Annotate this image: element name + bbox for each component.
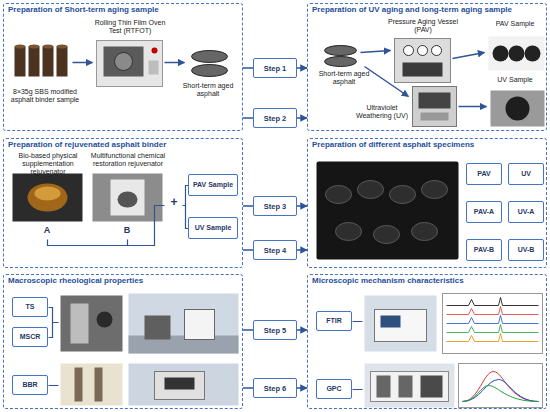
caption-label: Short-term aged asphalt (174, 82, 242, 98)
box-label: FTIR (326, 317, 342, 325)
section-title: Preparation of different asphalt specime… (312, 140, 544, 150)
box-label: GPC (326, 385, 341, 393)
flow-connector (297, 329, 307, 331)
rheometer-photos (49, 294, 239, 406)
process-box: BBR (12, 375, 48, 395)
flow-connector (297, 67, 307, 69)
box-label: PAV Sample (193, 181, 233, 189)
process-box: GPC (316, 379, 352, 399)
instrument-photos (353, 294, 543, 408)
process-box: PAV (466, 163, 502, 185)
box-label: PAV-B (474, 246, 494, 254)
flow-connector (243, 329, 253, 331)
process-box: UV-A (508, 201, 544, 223)
box-label: UV-A (518, 208, 535, 216)
section-title: Microscopic mechanism characteristics (312, 276, 544, 286)
box-label: BBR (22, 381, 37, 389)
process-box: UV Sample (188, 217, 238, 239)
flow-connector (243, 67, 253, 69)
rtfot-illustration (15, 41, 228, 87)
caption-label: A (40, 225, 54, 235)
caption-label: 8×35g SBS modified asphalt binder sample (8, 88, 82, 104)
box-label: MSCR (20, 333, 41, 341)
caption-label: PAV Sample (486, 20, 544, 28)
caption-label: + (166, 196, 182, 210)
specimen-photo (317, 162, 459, 260)
step-box: Step 3 (253, 196, 297, 216)
section-panel: Preparation of rejuvenated asphalt binde… (3, 138, 243, 268)
section-title: Preparation of UV aging and long-term ag… (312, 5, 544, 15)
step-label: Step 5 (264, 326, 287, 335)
caption-label: Rolling Thin Film Oven Test (RTFOT) (88, 19, 172, 35)
flow-connector (243, 387, 253, 389)
box-label: UV-B (518, 246, 535, 254)
step-box: Step 1 (253, 58, 297, 78)
section-title: Preparation of Short-term aging sample (8, 5, 240, 15)
process-box: PAV-A (466, 201, 502, 223)
process-box: MSCR (12, 327, 48, 347)
process-box: PAV-B (466, 239, 502, 261)
flow-connector (243, 205, 253, 207)
caption-label: UV Sample (486, 76, 544, 84)
flow-connector (297, 117, 307, 119)
step-box: Step 2 (253, 108, 297, 128)
caption-label: Short-term aged asphalt (312, 70, 376, 86)
caption-label: Ultraviolet Weathering (UV) (354, 104, 410, 120)
section-panel: Preparation of different asphalt specime… (307, 138, 547, 268)
flow-connector (297, 249, 307, 251)
caption-label: Bio-based physical supplementation rejuv… (8, 152, 88, 176)
section-title: Preparation of rejuvenated asphalt binde… (8, 140, 240, 150)
rejuvenator-illustration (13, 174, 189, 246)
box-label: PAV-A (474, 208, 494, 216)
section-panel: Preparation of UV aging and long-term ag… (307, 3, 547, 131)
step-box: Step 4 (253, 240, 297, 260)
box-label: PAV (477, 170, 490, 178)
step-box: Step 5 (253, 320, 297, 340)
caption-label: Pressure Aging Vessel (PAV) (386, 18, 460, 34)
section-panel: Macroscopic rheological propertiesTS MSCR… (3, 274, 243, 409)
step-label: Step 6 (264, 384, 287, 393)
step-box: Step 6 (253, 378, 297, 398)
flow-connector (243, 249, 253, 251)
step-label: Step 1 (264, 64, 287, 73)
flow-connector (297, 205, 307, 207)
step-label: Step 2 (264, 114, 287, 123)
section-title: Macroscopic rheological properties (8, 276, 240, 286)
process-box: PAV Sample (188, 174, 238, 196)
box-label: UV Sample (195, 224, 232, 232)
box-label: UV (521, 170, 531, 178)
step-label: Step 4 (264, 246, 287, 255)
aging-illustration (325, 37, 545, 127)
flow-connector (243, 117, 253, 119)
caption-label: B (120, 225, 134, 235)
section-panel: Microscopic mechanism characteristicsFTI… (307, 274, 547, 409)
process-box: TS (12, 297, 48, 317)
step-label: Step 3 (264, 202, 287, 211)
flow-connector (297, 387, 307, 389)
process-box: FTIR (316, 311, 352, 331)
process-box: UV (508, 163, 544, 185)
section-panel: Preparation of Short-term aging sample 8×… (3, 3, 243, 131)
box-label: TS (26, 303, 35, 311)
caption-label: Multifunctional chemical restoration rej… (88, 152, 168, 168)
process-box: UV-B (508, 239, 544, 261)
